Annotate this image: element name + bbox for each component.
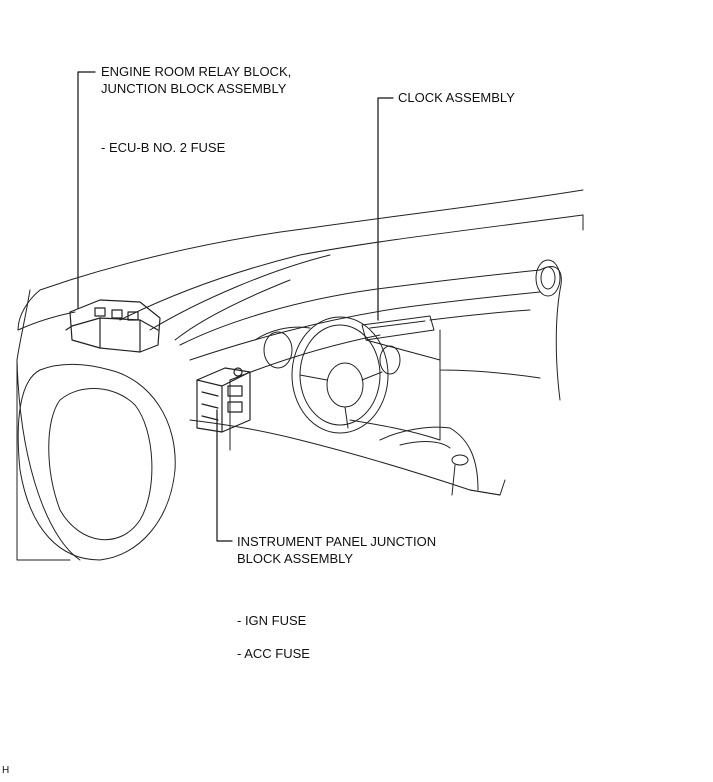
dashboard: [179, 266, 562, 496]
engine-room-label-line2: JUNCTION BLOCK ASSEMBLY: [101, 81, 287, 96]
ip-junction-label-line2: BLOCK ASSEMBLY: [237, 551, 354, 566]
clock-assembly-label: CLOCK ASSEMBLY: [398, 90, 515, 105]
windshield-frame: [119, 214, 584, 341]
leader-lines: [77, 71, 394, 542]
center-console: [379, 426, 506, 496]
engine-room-relay-block-part: [65, 299, 161, 353]
leader-ip-junction: [216, 409, 233, 542]
body-outline: [16, 189, 584, 561]
engine-room-label-line1: ENGINE ROOM RELAY BLOCK,: [101, 64, 292, 79]
acc-fuse-label: - ACC FUSE: [237, 646, 310, 661]
clock-assembly-part: [361, 315, 441, 373]
steering-wheel: [291, 316, 389, 434]
ecu-b-fuse-label: - ECU-B NO. 2 FUSE: [101, 140, 226, 155]
ip-junction-block-part: [196, 367, 251, 433]
air-vent: [535, 259, 561, 297]
ip-junction-label-line1: INSTRUMENT PANEL JUNCTION: [237, 534, 437, 549]
ign-fuse-label: - IGN FUSE: [237, 613, 307, 628]
corner-code: H: [2, 765, 10, 776]
leader-engine-room: [77, 71, 96, 309]
leader-clock: [377, 97, 394, 321]
